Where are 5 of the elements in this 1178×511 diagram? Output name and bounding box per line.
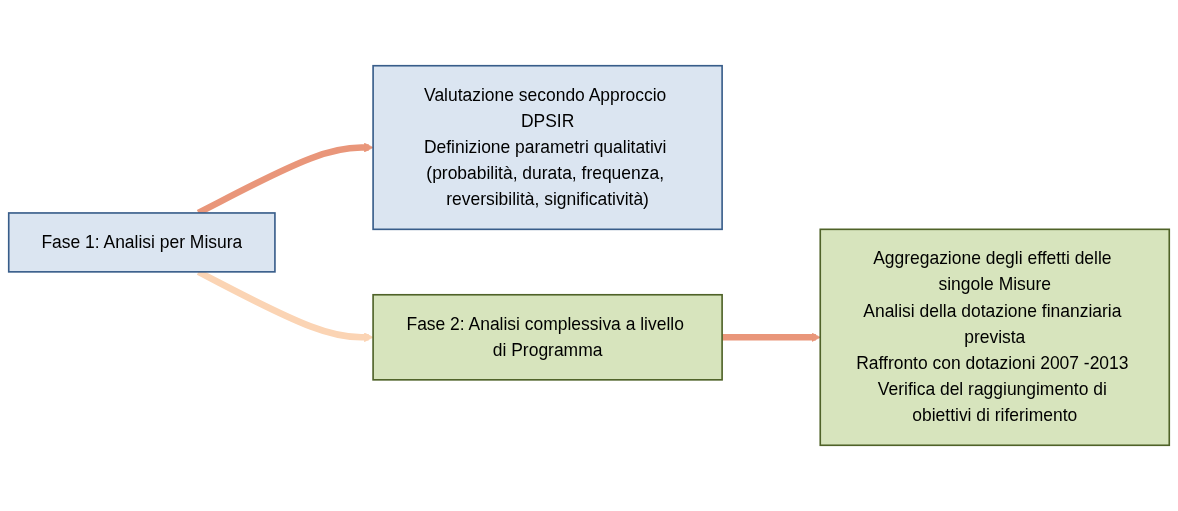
node-box: Valutazione secondo Approccio DPSIR Definizione parametri qualitativi (probabilità, durata, frequenza, reversibilità, significatività) (372, 64, 723, 231)
arrow (722, 332, 821, 343)
node-box: Fase 1: Analisi per Misura (7, 212, 276, 273)
node-box: Aggregazione degli effetti delle singole Misure Analisi della dotazione finanziaria prevista Raffronto con dotazioni 2007 -2013 Verifica del raggiungimento di obiettivi di riferimento (819, 228, 1171, 447)
node-box: Fase 2: Analisi complessiva a livello di Programma (372, 293, 723, 381)
